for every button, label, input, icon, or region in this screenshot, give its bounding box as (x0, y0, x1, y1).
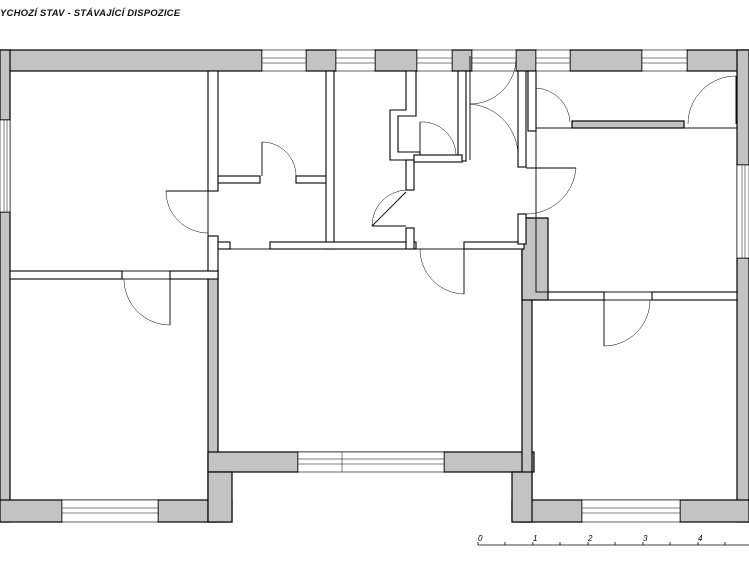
wall-left-1 (0, 49, 11, 121)
window-top-1 (261, 49, 307, 72)
door-balcony-left (535, 87, 571, 128)
door-right-bottom (603, 299, 651, 347)
partition-v6 (527, 70, 537, 132)
partition-v5b (517, 213, 527, 245)
window-bottom-left (61, 499, 159, 523)
partition-v4 (457, 70, 467, 162)
wall-top-3 (374, 49, 418, 72)
wall-mid-bottom-2 (443, 451, 535, 473)
door-wc (469, 103, 519, 160)
door-left-bottom (123, 278, 171, 326)
room-left-bottom (9, 278, 209, 501)
scale-label-4: 4 (698, 534, 703, 543)
partition-left-h2 (169, 270, 219, 280)
partition-v2 (325, 70, 335, 250)
windows (0, 49, 749, 523)
partition-v5 (517, 70, 527, 168)
window-living (297, 451, 445, 473)
interior-partitions (9, 70, 738, 301)
partition-v3b (405, 227, 415, 250)
room-living (217, 248, 523, 453)
scale-label-2: 2 (587, 534, 593, 543)
door-balcony-right (687, 75, 737, 125)
door-pantry (261, 141, 297, 177)
partition-v3 (405, 159, 415, 191)
partition-corr-h3 (463, 241, 525, 250)
partition-right-h2 (651, 291, 738, 301)
wall-left-2 (0, 211, 11, 523)
door-left-room (165, 190, 209, 234)
door-living (419, 248, 465, 295)
wall-top-5 (515, 49, 537, 72)
room-right-top (535, 127, 738, 293)
scale-bar: 0 1 2 3 4 (477, 534, 749, 546)
scale-label-3: 3 (643, 534, 648, 543)
door-bath (419, 121, 457, 156)
room-outlines (9, 70, 738, 501)
wall-top-2 (305, 49, 337, 72)
wall-fill-a (207, 471, 233, 523)
wall-mid-bottom-1 (207, 451, 299, 473)
wall-right-1 (736, 49, 749, 166)
scale-label-1: 1 (533, 534, 537, 543)
window-right (736, 164, 749, 259)
door-corridor (371, 189, 407, 227)
scale-label-0: 0 (478, 534, 483, 543)
wall-right-2 (736, 257, 749, 523)
partition-v1b (207, 235, 219, 272)
partition-bath-zigzag (389, 70, 421, 161)
wall-top-6 (569, 49, 643, 72)
wall-top-1 (0, 49, 263, 72)
room-left-top (9, 70, 209, 272)
partition-left-h (9, 270, 123, 280)
partition-pantry-h (217, 175, 261, 184)
window-top-3 (416, 49, 453, 72)
closet-bar (571, 120, 685, 129)
partition-v1 (207, 70, 219, 192)
room-right-bottom (531, 299, 738, 501)
partition-right-h (547, 291, 605, 301)
door-wc-top (469, 56, 517, 105)
partition-corr-h (217, 241, 231, 250)
wall-fill-b (511, 471, 533, 523)
partition-wc-h (413, 154, 463, 163)
window-left (0, 119, 11, 213)
wall-bottom-1 (0, 499, 63, 523)
wall-top-4 (451, 49, 473, 72)
wall-bottom-4 (679, 499, 749, 523)
plan-title: YCHOZÍ STAV - STÁVAJÍCÍ DISPOZICE (0, 8, 181, 19)
partition-corr-h2 (269, 241, 417, 250)
doors (123, 56, 737, 347)
window-top-4 (471, 49, 517, 72)
door-hall-right (525, 167, 577, 215)
window-top-5 (535, 49, 571, 72)
window-bottom-right (581, 499, 681, 523)
window-top-6 (641, 49, 688, 72)
window-top-2 (335, 49, 376, 72)
